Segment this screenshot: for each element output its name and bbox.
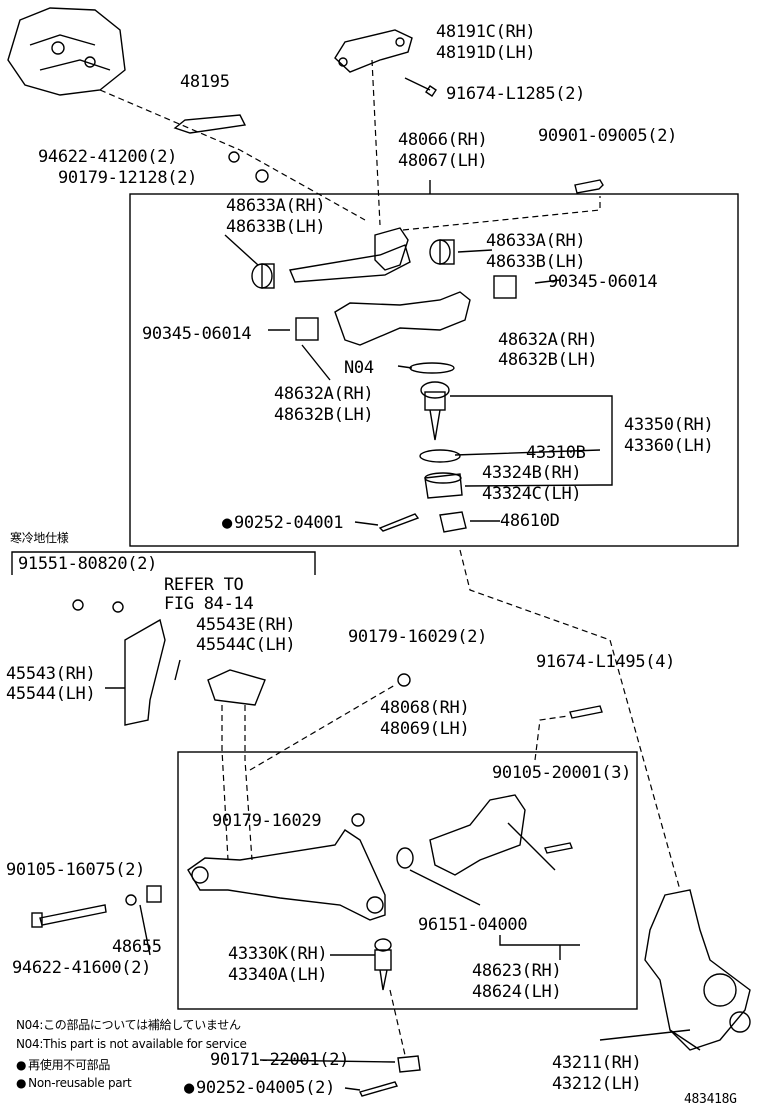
boot-43324-drawing (424, 472, 463, 499)
knuckle-adaptor-48623-drawing (429, 794, 526, 876)
lower-ball-joint-drawing (374, 938, 392, 991)
part-label-48067[interactable]: 48067(LH) (398, 151, 488, 171)
part-label-45543E[interactable]: 45543E(RH) (196, 615, 296, 635)
part-label-94622-41200[interactable]: 94622-41200(2) (38, 147, 178, 167)
cover-45543E-drawing (207, 669, 266, 706)
part-label-90171-22001[interactable]: 90171-22001(2) (210, 1050, 350, 1070)
upper-ball-joint-drawing (420, 381, 450, 441)
upper-bracket-48191-drawing (334, 29, 413, 73)
part-label-90105-16075[interactable]: 90105-16075(2) (6, 860, 146, 880)
bolt-90105-16075-drawing (31, 904, 107, 928)
note-english: N04:This part is not available for servi… (16, 1037, 247, 1051)
plate-48195-drawing (173, 114, 247, 134)
part-label-43350[interactable]: 43350(RH) (624, 415, 714, 435)
part-label-91674-L1495[interactable]: 91674-L1495(4) (536, 652, 676, 672)
part-label-45544[interactable]: 45544(LH) (6, 684, 96, 704)
part-label-48191D[interactable]: 48191D(LH) (436, 43, 536, 63)
cotter-pin-90252-04001-drawing (378, 513, 420, 532)
legend-japanese: 再使用不可部品 (16, 1058, 110, 1072)
part-label-90105-20001[interactable]: 90105-20001(3) (492, 763, 632, 783)
refer-fig-label[interactable]: FIG 84-14 (164, 594, 254, 614)
part-label-94622-41600[interactable]: 94622-41600(2) (12, 958, 152, 978)
part-label-96151-04000[interactable]: 96151-04000 (418, 915, 528, 935)
part-label-48623[interactable]: 48623(RH) (472, 961, 562, 981)
part-label-48633B-left[interactable]: 48633B(LH) (226, 217, 326, 237)
lower-control-arm-drawing (187, 829, 386, 921)
part-label-43324B[interactable]: 43324B(RH) (482, 463, 582, 483)
part-label-48068[interactable]: 48068(RH) (380, 698, 470, 718)
figure-number: 483418G (684, 1092, 737, 1107)
part-label-43211[interactable]: 43211(RH) (552, 1053, 642, 1073)
part-label-90345-06014-right[interactable]: 90345-06014 (548, 272, 658, 292)
part-label-43360[interactable]: 43360(LH) (624, 436, 714, 456)
cold-spec-bracket (11, 551, 316, 575)
nut-90171-drawing (397, 1055, 421, 1073)
part-label-48610D[interactable]: 48610D (500, 511, 560, 531)
part-label-90252-04005[interactable]: 90252-04005(2) (184, 1078, 335, 1098)
legend-english: Non-reusable part (16, 1076, 131, 1090)
part-label-90345-06014-left[interactable]: 90345-06014 (142, 324, 252, 344)
part-label-48655[interactable]: 48655 (112, 937, 162, 957)
bracket-45543-drawing (124, 618, 166, 726)
part-label-48191C[interactable]: 48191C(RH) (436, 22, 536, 42)
part-label-91551-80820[interactable]: 91551-80820(2) (18, 554, 158, 574)
part-label-48624[interactable]: 48624(LH) (472, 982, 562, 1002)
part-label-48195[interactable]: 48195 (180, 72, 230, 92)
bolt-91674-L1495-drawing (569, 705, 603, 719)
cold-spec-heading: 寒冷地仕様 (10, 531, 69, 545)
part-label-43340A[interactable]: 43340A(LH) (228, 965, 328, 985)
part-label-43212[interactable]: 43212(LH) (552, 1074, 642, 1094)
part-label-45543[interactable]: 45543(RH) (6, 664, 96, 684)
upper-arm-group-box (129, 193, 739, 547)
bushings-drawing (251, 239, 517, 341)
upper-control-arm-drawing (289, 227, 471, 346)
part-label-43310B[interactable]: 43310B (526, 443, 586, 463)
part-label-90179-16029[interactable]: 90179-16029 (212, 811, 322, 831)
part-label-48632B-right[interactable]: 48632B(LH) (498, 350, 598, 370)
part-label-48066[interactable]: 48066(RH) (398, 130, 488, 150)
ring-43310B-drawing (419, 449, 461, 463)
cotter-pin-90252-04005-drawing (358, 1081, 399, 1097)
part-label-48069[interactable]: 48069(LH) (380, 719, 470, 739)
part-label-48632B-left[interactable]: 48632B(LH) (274, 405, 374, 425)
part-label-48633A-right[interactable]: 48633A(RH) (486, 231, 586, 251)
part-label-90179-12128[interactable]: 90179-12128(2) (58, 168, 198, 188)
part-label-90252-04001[interactable]: 90252-04001 (222, 513, 344, 533)
steering-knuckle-drawing (644, 889, 751, 1051)
dashed-connector (99, 89, 366, 221)
bolt-90105-20001-drawing (544, 842, 573, 854)
note-japanese: N04:この部品については補給していません (16, 1018, 241, 1032)
part-label-48633A-left[interactable]: 48633A(RH) (226, 196, 326, 216)
bolt-91674-L1285-drawing (404, 77, 437, 97)
oring-96151-drawing (396, 847, 414, 869)
part-label-45544C[interactable]: 45544C(LH) (196, 635, 296, 655)
part-label-43330K[interactable]: 43330K(RH) (228, 944, 328, 964)
part-label-48632A-right[interactable]: 48632A(RH) (498, 330, 598, 350)
frame-bracket-drawing (7, 7, 126, 96)
refer-to-label[interactable]: REFER TO (164, 575, 244, 595)
part-label-91674-L1285[interactable]: 91674-L1285(2) (446, 84, 586, 104)
nut-48610D-drawing (439, 511, 467, 533)
part-label-90179-16029-top[interactable]: 90179-16029(2) (348, 627, 488, 647)
part-label-48632A-left[interactable]: 48632A(RH) (274, 384, 374, 404)
bolt-90901-drawing (574, 179, 604, 194)
shim-N04-drawing (409, 362, 455, 374)
part-label-43324C[interactable]: 43324C(LH) (482, 484, 582, 504)
part-label-90901-09005[interactable]: 90901-09005(2) (538, 126, 678, 146)
part-label-N04[interactable]: N04 (344, 358, 374, 378)
part-label-48633B-right[interactable]: 48633B(LH) (486, 252, 586, 272)
lower-arm-group-box (177, 751, 638, 1010)
